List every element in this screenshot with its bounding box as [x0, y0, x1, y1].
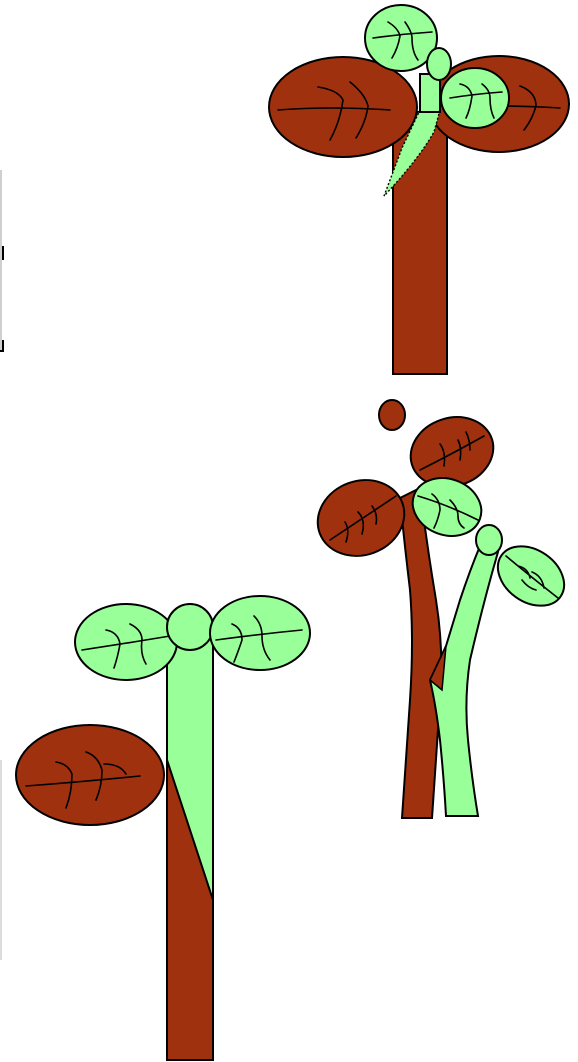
edge-marks: [0, 170, 4, 960]
middle-detached-bud: [379, 400, 405, 430]
bottom-scion-right-leaf: [210, 596, 310, 670]
middle-rootstock-stem: [400, 488, 441, 818]
bottom-scion-left-leaf: [75, 604, 177, 680]
bottom-graft-panel: [16, 596, 310, 1060]
middle-rootstock-left-leaf: [307, 468, 415, 568]
top-scion-bud: [427, 48, 451, 80]
middle-graft-panel: [307, 400, 575, 818]
bottom-rootstock-leaf: [16, 725, 164, 825]
top-scion-right-leaf: [441, 68, 509, 128]
middle-scion-bud: [476, 525, 502, 555]
bottom-scion-bud: [167, 604, 213, 650]
top-rootstock-left-leaf: [269, 57, 417, 157]
top-graft-panel: [269, 5, 569, 374]
